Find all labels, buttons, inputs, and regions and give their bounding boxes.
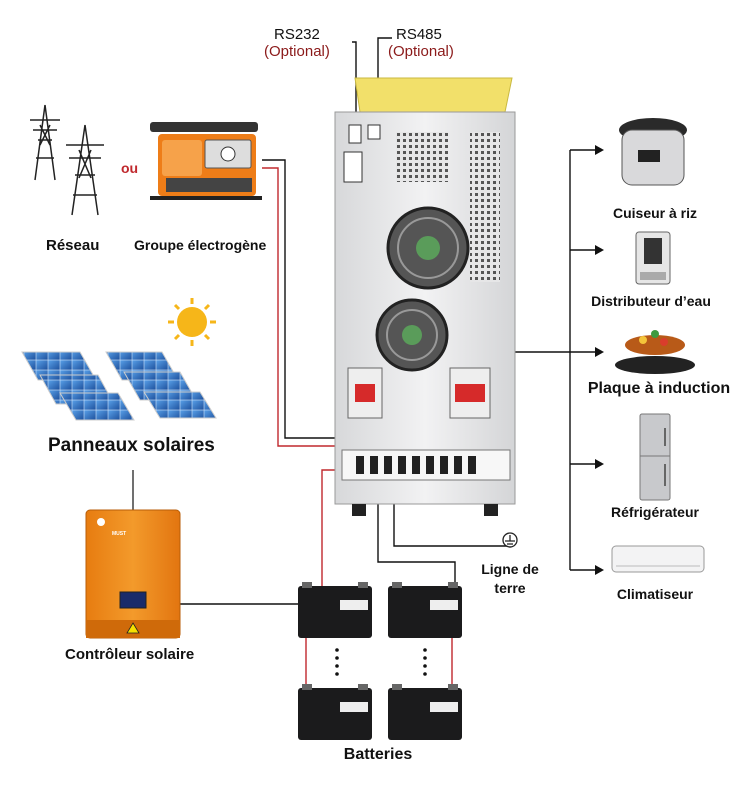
battery-ellipsis-dots xyxy=(335,648,427,676)
controller-brand-label: MUST xyxy=(112,531,127,537)
battery-top-right xyxy=(388,582,462,638)
rs485-optional-note: (Optional) xyxy=(388,43,454,60)
battery-bottom-right xyxy=(388,684,462,740)
arrow-to-induction-plate xyxy=(595,347,604,357)
output-label-air-conditioner: Climatiseur xyxy=(616,586,694,602)
refrigerator-icon xyxy=(639,413,671,501)
output-arrows xyxy=(595,145,604,575)
induction-plate-icon xyxy=(615,330,695,374)
arrow-to-air-conditioner xyxy=(595,565,604,575)
output-label-induction-plate: Plaque à induction xyxy=(587,380,731,397)
battery-bottom-left xyxy=(298,684,372,740)
grid-pylons-icon xyxy=(30,104,104,216)
water-dispenser-icon xyxy=(635,231,671,285)
rice-cooker-icon xyxy=(619,118,687,186)
or-label: ou xyxy=(121,160,139,176)
air-conditioner-icon xyxy=(611,545,705,573)
inverter-cabinet xyxy=(334,77,516,516)
rs232-label: RS232 xyxy=(274,26,320,43)
solar-controller-device xyxy=(85,509,181,639)
rs232-optional-note: (Optional) xyxy=(264,43,330,60)
solar-panels-label: Panneaux solaires xyxy=(48,435,215,456)
sun-icon xyxy=(168,298,216,346)
arrow-to-water-dispenser xyxy=(595,245,604,255)
battery-top-left xyxy=(298,582,372,638)
solar-panels-icon xyxy=(21,351,217,421)
solar-controller-label: Contrôleur solaire xyxy=(65,646,195,663)
output-label-refrigerator: Réfrigérateur xyxy=(611,504,699,520)
batteries-label: Batteries xyxy=(343,746,413,763)
arrow-to-rice-cooker xyxy=(595,145,604,155)
earth-label-line1: Ligne de xyxy=(481,561,539,577)
generator-label: Groupe électrogène xyxy=(134,237,267,253)
battery-wire-black xyxy=(377,478,456,590)
earth-label-line2: terre xyxy=(494,580,526,596)
rs485-label: RS485 xyxy=(396,26,442,43)
battery-bank xyxy=(298,582,462,740)
generator-icon xyxy=(150,122,262,200)
grid-label: Réseau xyxy=(46,237,100,254)
output-label-rice-cooker: Cuiseur à riz xyxy=(612,205,698,221)
earth-ground-icon xyxy=(502,532,518,548)
output-label-water-dispenser: Distributeur d’eau xyxy=(591,293,711,309)
arrow-to-refrigerator xyxy=(595,459,604,469)
rs232-leader-line xyxy=(352,41,357,122)
